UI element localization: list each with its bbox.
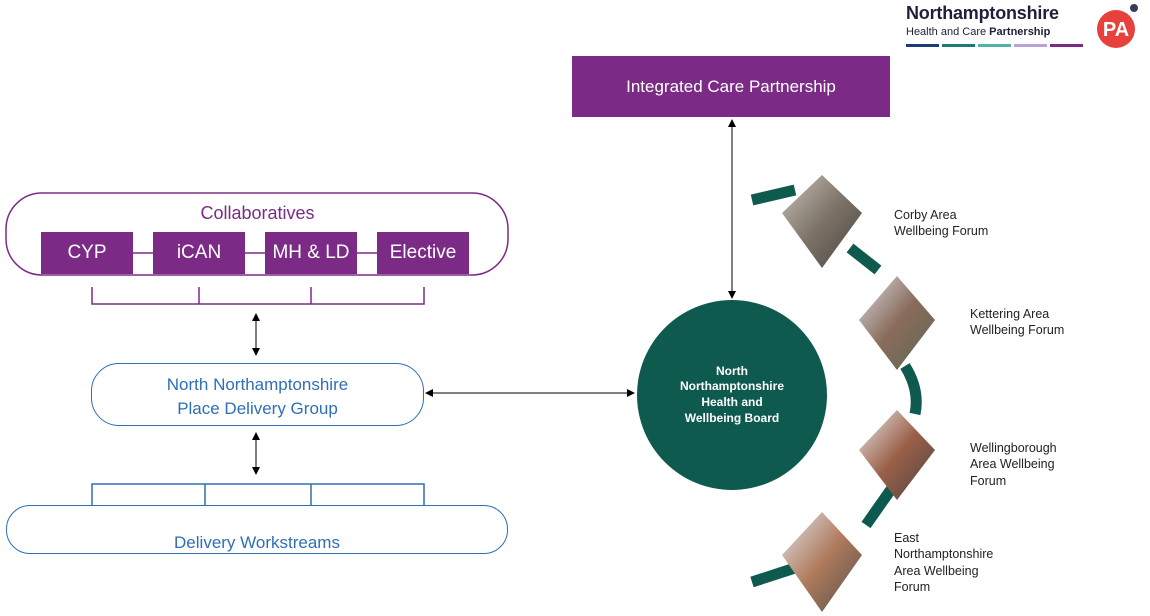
forum-kettering-line1: Kettering Area [970,307,1050,321]
brand-stripe-4 [1014,44,1047,47]
brand-stripe-1 [906,44,939,47]
collab-box-elective: Elective [377,232,469,274]
place-group-line1: North Northamptonshire [166,375,349,394]
forum-corby-line2: Wellbeing Forum [894,224,989,239]
collaboratives-title: Collaboratives [200,203,315,223]
forum-wellingborough-line2: Area Wellbeing [970,457,1055,472]
forum-arc [750,184,922,588]
arc-segment-3 [900,363,922,416]
forum-label-corby: Corby Area Wellbeing Forum [894,207,988,240]
brand-title: Northamptonshire [906,3,1059,23]
brand-subtitle-bold: Partnership [989,26,1051,38]
forum-east-line2: Northamptonshire [894,547,994,562]
board-line3: Health and [701,395,763,409]
wellingborough-photo [859,410,935,500]
icp-box: Integrated Care Partnership [572,56,890,117]
forum-wellingborough-line3: Forum [970,473,1007,488]
forum-east-line4: Forum [894,579,931,594]
collab-label-cyp: CYP [67,242,107,263]
forum-wellingborough-line1: Wellingborough [970,441,1057,455]
forum-corby-line1: Corby Area [894,208,957,222]
collab-label-elective: Elective [389,242,457,263]
collaboratives-outline [5,192,509,276]
icp-label: Integrated Care Partnership [626,76,836,96]
pa-logo-dot [1130,4,1138,12]
collab-label-mhld: MH & LD [272,242,350,263]
pa-logo: PA [1097,4,1138,48]
pa-logo-circle [1097,10,1135,48]
brand-stripe-5 [1050,44,1083,47]
health-wellbeing-board: North Northamptonshire Health and Wellbe… [637,300,827,490]
board-line1: North [715,363,748,378]
collab-label-ican: iCAN [176,242,222,263]
collab-box-mhld: MH & LD [265,232,357,274]
workstreams-bracket [91,483,425,505]
arc-segment-bottom [750,562,797,588]
arc-segment-top [750,184,797,206]
east-northants-photo [782,512,862,612]
forum-label-kettering: Kettering Area Wellbeing Forum [970,306,1064,339]
forum-kettering-line2: Wellbeing Forum [970,323,1065,338]
brand-stripe-3 [978,44,1011,47]
collab-box-ican: iCAN [153,232,245,274]
forum-east-line1: East [894,531,920,545]
delivery-workstreams: Delivery Workstreams [6,505,508,554]
arc-segment-4 [861,484,897,529]
board-line4: Wellbeing Board [684,410,780,425]
forum-label-wellingborough: Wellingborough Area Wellbeing Forum [970,440,1057,489]
brand-subtitle: Health and Care Partnership [906,26,1050,38]
forum-east-line3: Area Wellbeing [894,563,979,578]
board-line2: Northamptonshire [679,379,784,394]
kettering-photo [859,276,935,370]
brand-stripes [906,44,1083,47]
brand-subtitle-plain: Health and Care [906,26,990,38]
brand-stripe-2 [942,44,975,47]
arc-segment-2 [846,243,882,275]
pa-logo-text: PA [1103,19,1129,41]
place-group-line2: Place Delivery Group [177,399,338,418]
collaboratives-bracket [91,287,425,305]
corby-photo [782,175,862,268]
place-delivery-group: North Northamptonshire Place Delivery Gr… [91,363,424,426]
collab-box-cyp: CYP [41,232,133,274]
forum-label-east-northants: East Northamptonshire Area Wellbeing For… [894,530,993,595]
workstreams-label: Delivery Workstreams [174,533,340,552]
